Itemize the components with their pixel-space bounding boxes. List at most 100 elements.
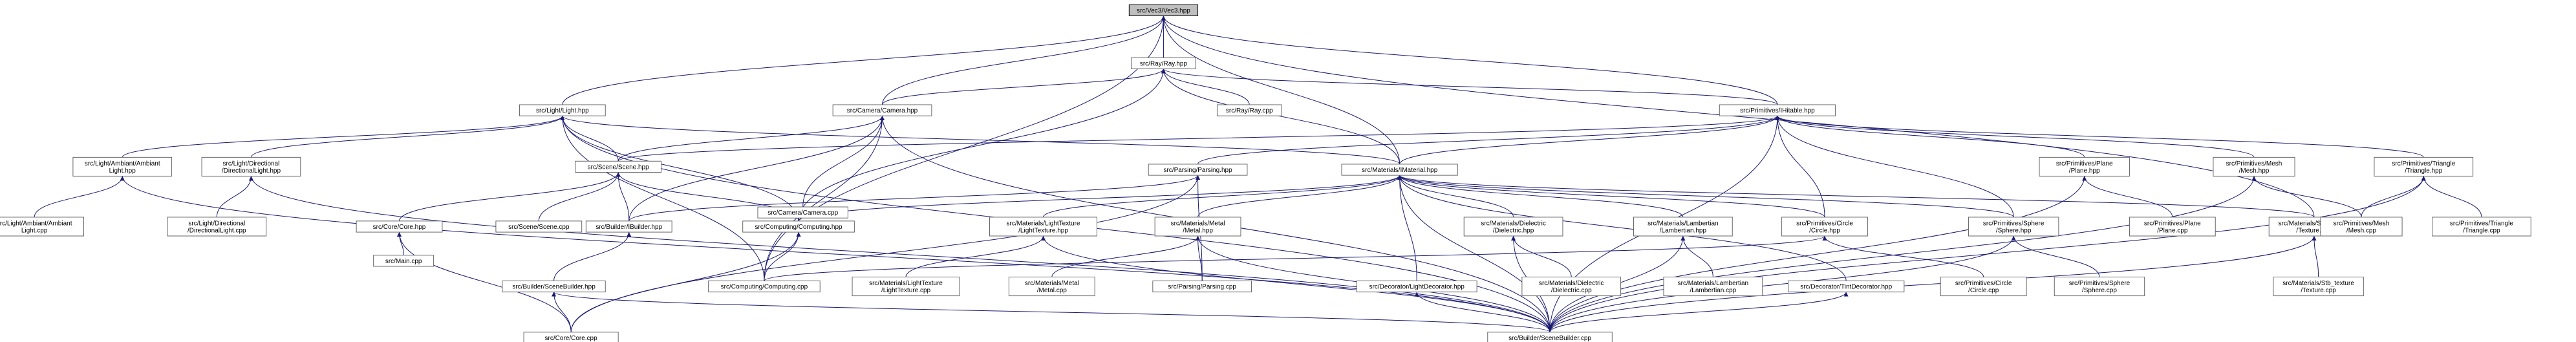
edge-scenebuilderhpp-to-corecpp — [552, 292, 572, 332]
node-parsingcpp[interactable]: src/Parsing/Parsing.cpp — [1152, 280, 1252, 293]
node-layer: src/Vec3/Vec3.hpp src/Ray/Ray.hpp src/Ray/… — [0, 4, 2531, 342]
edge-meshhpp-to-meshcpp — [2251, 176, 2362, 217]
node-meshcpp[interactable]: src/Primitives/Mesh/Mesh.cpp — [2320, 217, 2403, 237]
node-scenebuilderhpp[interactable]: src/Builder/SceneBuilder.hpp — [502, 280, 606, 293]
node-ray[interactable]: src/Ray/Ray.hpp — [1131, 57, 1196, 69]
node-metalcpp[interactable]: src/Materials/Metal/Metal.cpp — [1008, 276, 1095, 297]
node-meshhpp[interactable]: src/Primitives/Mesh/Mesh.hpp — [2213, 156, 2295, 176]
node-box — [2320, 217, 2403, 237]
edge-spherehpp-to-spherecpp — [2011, 235, 2100, 277]
node-label: src/Primitives/Sphere — [1983, 220, 2045, 227]
node-light[interactable]: src/Light/Light.hpp — [519, 104, 606, 116]
node-corehpp[interactable]: src/Core/Core.hpp — [356, 220, 443, 233]
node-computingcpp[interactable]: src/Computing/Computing.cpp — [708, 280, 821, 293]
node-corecpp[interactable]: src/Core/Core.cpp — [523, 332, 619, 342]
node-dielectriccpp[interactable]: src/Materials/Dielectric/Dielectric.cpp — [1521, 276, 1622, 297]
node-scene[interactable]: src/Scene/Scene.hpp — [575, 160, 662, 173]
node-label: src/Primitives/Circle — [1796, 220, 1853, 227]
node-label: src/Builder/IBuilder.hpp — [596, 224, 662, 231]
edge-imaterial-to-lighttexhpp — [1043, 175, 1402, 218]
node-vec3[interactable]: src/Vec3/Vec3.hpp — [1128, 4, 1199, 16]
edge-ihit-to-parsing — [1197, 116, 1780, 165]
node-imaterial[interactable]: src/Materials/IMaterial.hpp — [1341, 164, 1458, 176]
node-box — [2273, 276, 2364, 297]
node-label: src/Computing/Computing.hpp — [755, 224, 843, 231]
node-box — [1521, 276, 1622, 297]
node-trianglecpp[interactable]: src/Primitives/Triangle/Triangle.cpp — [2432, 217, 2531, 237]
node-maincpp[interactable]: src/Main.cpp — [373, 255, 435, 267]
edge-imaterial-to-dielectrichpp — [1397, 175, 1514, 217]
edge-circlehpp-to-computingcpp — [764, 235, 1827, 281]
node-circlecpp[interactable]: src/Primitives/Circle/Circle.cpp — [1940, 276, 2027, 297]
node-label: /Mesh.cpp — [2346, 227, 2377, 234]
node-label: src/Parsing/Parsing.cpp — [1168, 284, 1236, 291]
node-label: src/Materials/Lambertian — [1648, 220, 1718, 227]
node-label: src/Main.cpp — [385, 258, 422, 265]
node-lighttexcpp[interactable]: src/Materials/LightTexture/LightTexture.… — [852, 276, 960, 297]
node-planecpp[interactable]: src/Primitives/Plane/Plane.cpp — [2129, 217, 2216, 237]
edge-metalhpp-to-metalcpp — [1051, 235, 1201, 277]
node-camera[interactable]: src/Camera/Camera.hpp — [832, 104, 932, 116]
node-trianglehpp[interactable]: src/Primitives/Triangle/Triangle.hpp — [2374, 156, 2474, 176]
node-planehpp[interactable]: src/Primitives/Plane/Plane.hpp — [2039, 156, 2130, 176]
node-lambertiancpp[interactable]: src/Materials/Lambertian/Lambertian.cpp — [1663, 276, 1763, 297]
node-box — [1008, 276, 1095, 297]
node-box — [1719, 104, 1836, 116]
node-raycpp[interactable]: src/Ray/Ray.cpp — [1216, 104, 1282, 116]
node-dielectrichpp[interactable]: src/Materials/Dielectric/Dielectric.hpp — [1463, 217, 1563, 237]
edge-vec3-to-ihit — [1161, 16, 1778, 105]
node-label: /Texture.cpp — [2301, 287, 2336, 294]
node-label: src/Vec3/Vec3.hpp — [1137, 7, 1190, 14]
edge-camera-to-scene — [617, 116, 885, 162]
node-label: src/Decorator/LightDecorator.hpp — [1369, 284, 1465, 291]
node-label: src/Parsing/Parsing.hpp — [1163, 167, 1232, 174]
node-box — [1148, 164, 1248, 176]
edge-ihit-to-circlehpp — [1775, 116, 1825, 217]
node-spherecpp[interactable]: src/Primitives/Sphere/Sphere.cpp — [2054, 276, 2145, 297]
edge-stbhpp-to-scenebuildercpp — [1549, 236, 2317, 332]
node-scenebuildercpp[interactable]: src/Builder/SceneBuilder.cpp — [1487, 332, 1613, 342]
edge-ray-to-ihit — [1161, 69, 1778, 105]
node-parsing[interactable]: src/Parsing/Parsing.hpp — [1148, 164, 1248, 176]
node-label: /DirectionalLight.hpp — [222, 167, 281, 175]
edge-imaterial-to-lightdecohpp — [1397, 175, 1417, 281]
edge-computinghpp-to-corecpp — [570, 232, 801, 332]
node-label: /Sphere.hpp — [1996, 227, 2032, 234]
node-metalhpp[interactable]: src/Materials/Metal/Metal.hpp — [1154, 217, 1241, 237]
node-label: /Circle.cpp — [1968, 287, 1999, 294]
node-box — [1968, 217, 2059, 237]
node-label: src/Primitives/Plane — [2144, 220, 2201, 227]
node-box — [708, 280, 821, 293]
node-label: src/Materials/IMaterial.hpp — [1362, 167, 1438, 174]
edge-imaterial-to-stbhpp — [1397, 175, 2315, 218]
node-label: src/Primitives/Triangle — [2450, 220, 2513, 227]
node-box — [1663, 276, 1763, 297]
node-label: src/Ray/Ray.cpp — [1226, 107, 1273, 114]
node-ihit[interactable]: src/Primitives/IHitable.hpp — [1719, 104, 1836, 116]
node-cameracpp[interactable]: src/Camera/Camera.cpp — [757, 206, 848, 219]
node-lighttexhpp[interactable]: src/Materials/LightTexture/LightTexture.… — [989, 217, 1098, 237]
node-circlehpp[interactable]: src/Primitives/Circle/Circle.hpp — [1781, 217, 1868, 237]
node-label: /Dielectric.hpp — [1493, 227, 1534, 234]
edge-imaterial-to-metalhpp — [1197, 175, 1402, 218]
node-spherehpp[interactable]: src/Primitives/Sphere/Sphere.hpp — [1968, 217, 2059, 237]
node-box — [832, 104, 932, 116]
node-ibuilder[interactable]: src/Builder/IBuilder.hpp — [585, 220, 672, 233]
edge-imaterial-to-lambertianhpp — [1397, 175, 1684, 218]
node-lambertianhpp[interactable]: src/Materials/Lambertian/Lambertian.hpp — [1633, 217, 1733, 237]
node-tintdecohpp[interactable]: src/Decorator/TintDecorator.hpp — [1788, 280, 1905, 293]
edge-metalhpp-to-parsingcpp — [1196, 236, 1203, 281]
node-scenecpp[interactable]: src/Scene/Scene.cpp — [495, 220, 583, 233]
node-computinghpp[interactable]: src/Computing/Computing.hpp — [742, 220, 855, 233]
node-directional[interactable]: src/Light/Directional/DirectionalLight.h… — [201, 156, 301, 176]
node-stbcpp[interactable]: src/Materials/Stb_texture/Texture.cpp — [2273, 276, 2364, 297]
node-lightdecohpp[interactable]: src/Decorator/LightDecorator.hpp — [1356, 280, 1477, 293]
node-label: Light.hpp — [109, 167, 136, 175]
node-directionalcpp[interactable]: src/Light/Directional/DirectionalLight.c… — [167, 217, 267, 237]
node-box — [1463, 217, 1563, 237]
node-label: src/Builder/SceneBuilder.cpp — [1508, 335, 1591, 342]
edge-trianglehpp-to-trianglecpp — [2421, 176, 2482, 217]
